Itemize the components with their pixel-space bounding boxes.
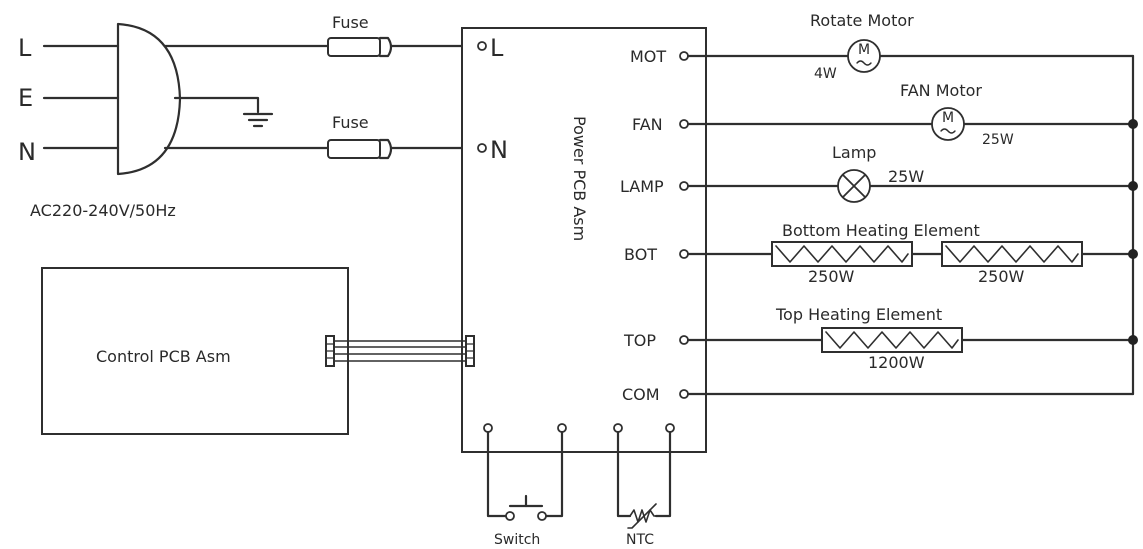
- lamp-name: Lamp: [832, 143, 876, 162]
- fuse-label-bottom: Fuse: [332, 113, 369, 132]
- terminal-bot: [679, 249, 689, 259]
- top-heater-name: Top Heating Element: [775, 305, 942, 324]
- junction-dot: [1128, 335, 1138, 345]
- power-pcb-title: Power PCB Asm: [570, 116, 589, 241]
- lamp-power: 25W: [888, 167, 924, 186]
- output-label-com: COM: [622, 385, 660, 404]
- fuse-icon: [327, 36, 393, 58]
- motor-icon: M: [931, 107, 965, 141]
- supply-rating: AC220-240V/50Hz: [30, 201, 176, 220]
- terminal-n: [477, 143, 487, 153]
- lamp-icon: [837, 169, 871, 203]
- output-label-mot: MOT: [630, 47, 666, 66]
- motor-icon: M: [847, 39, 881, 73]
- input-label-l: L: [490, 34, 504, 62]
- rotate-motor-name: Rotate Motor: [810, 11, 914, 30]
- control-pcb-box: [41, 267, 349, 435]
- line-label-n: N: [18, 138, 36, 166]
- fan-motor-symbol: M: [942, 110, 954, 126]
- wire-earth: [173, 96, 260, 114]
- terminal-lamp: [679, 181, 689, 191]
- fan-motor-name: FAN Motor: [900, 81, 982, 100]
- ntc-label: NTC: [626, 532, 654, 548]
- input-label-n: N: [490, 136, 508, 164]
- heating-element-icon: [941, 241, 1083, 267]
- wire-ntc-right: [654, 430, 672, 518]
- wire-ntc-left: [616, 430, 632, 518]
- junction-dot: [1128, 119, 1138, 129]
- heating-element-icon: [821, 327, 963, 353]
- terminal-top: [679, 335, 689, 345]
- terminal-l: [477, 41, 487, 51]
- bottom-heater-name: Bottom Heating Element: [782, 221, 980, 240]
- output-label-lamp: LAMP: [620, 177, 664, 196]
- ground-icon: [242, 112, 274, 128]
- wire-switch-right: [544, 430, 564, 518]
- junction-dot: [1128, 249, 1138, 259]
- terminal-switch-a: [483, 423, 493, 433]
- terminal-com: [679, 389, 689, 399]
- connector-icon: [465, 335, 475, 367]
- top-heater-power: 1200W: [868, 353, 925, 372]
- line-label-l: L: [18, 34, 32, 62]
- bottom-heater-power-left: 250W: [808, 267, 855, 286]
- fuse-icon: [327, 138, 393, 160]
- bottom-heater-power-right: 250W: [978, 267, 1025, 286]
- line-label-e: E: [18, 84, 33, 112]
- switch-icon: [505, 494, 547, 521]
- fan-motor-power: 25W: [982, 132, 1014, 148]
- ribbon-cable: [333, 340, 467, 362]
- rotate-motor-power: 4W: [814, 66, 837, 82]
- rotate-motor-symbol: M: [858, 42, 870, 58]
- fuse-label-top: Fuse: [332, 13, 369, 32]
- power-pcb-box: [461, 27, 707, 453]
- terminal-switch-b: [557, 423, 567, 433]
- thermistor-icon: [627, 503, 657, 529]
- terminal-ntc-b: [665, 423, 675, 433]
- output-label-fan: FAN: [632, 115, 663, 134]
- terminal-mot: [679, 51, 689, 61]
- terminal-ntc-a: [613, 423, 623, 433]
- terminal-fan: [679, 119, 689, 129]
- heating-element-icon: [771, 241, 913, 267]
- junction-dot: [1128, 181, 1138, 191]
- output-label-top: TOP: [623, 331, 656, 350]
- output-label-bot: BOT: [624, 245, 657, 264]
- connector-icon: [325, 335, 335, 367]
- switch-label: Switch: [494, 532, 540, 548]
- wire-switch-left: [486, 430, 508, 518]
- control-pcb-title: Control PCB Asm: [96, 347, 231, 366]
